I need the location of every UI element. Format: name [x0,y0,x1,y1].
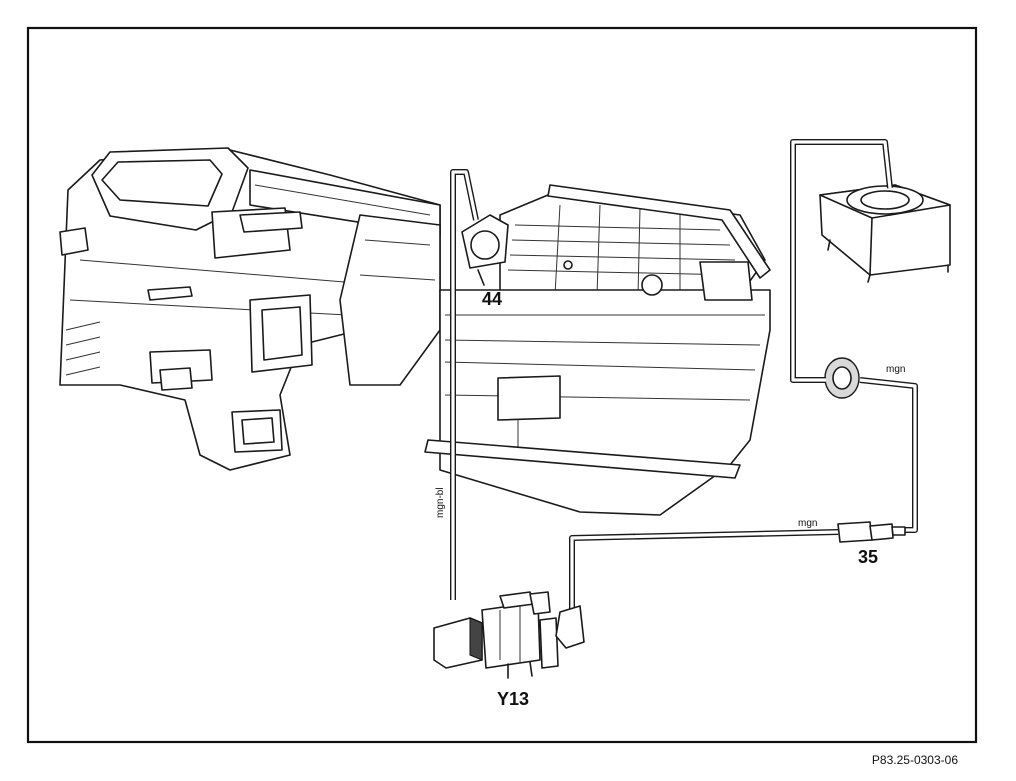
evaporator-box [424,184,771,516]
callout-35: 35 [858,547,878,567]
hose-color-mgn-top: mgn [886,364,905,375]
connector-35 [837,521,906,543]
solenoid-valve-y13 [433,591,585,679]
callout-44: 44 [482,289,502,309]
vacuum-hoses [450,139,918,612]
vacuum-reservoir [819,184,951,283]
callout-y13: Y13 [497,689,529,709]
hose-color-mgn-bottom: mgn [798,518,817,529]
actuator-44 [461,214,509,286]
figure-reference: P83.25-0303-06 [871,753,958,767]
hose-color-mgn-bl: mgn-bl [435,487,446,518]
diagram-frame [26,26,978,744]
heater-housing [59,147,441,471]
check-valve [824,357,860,399]
